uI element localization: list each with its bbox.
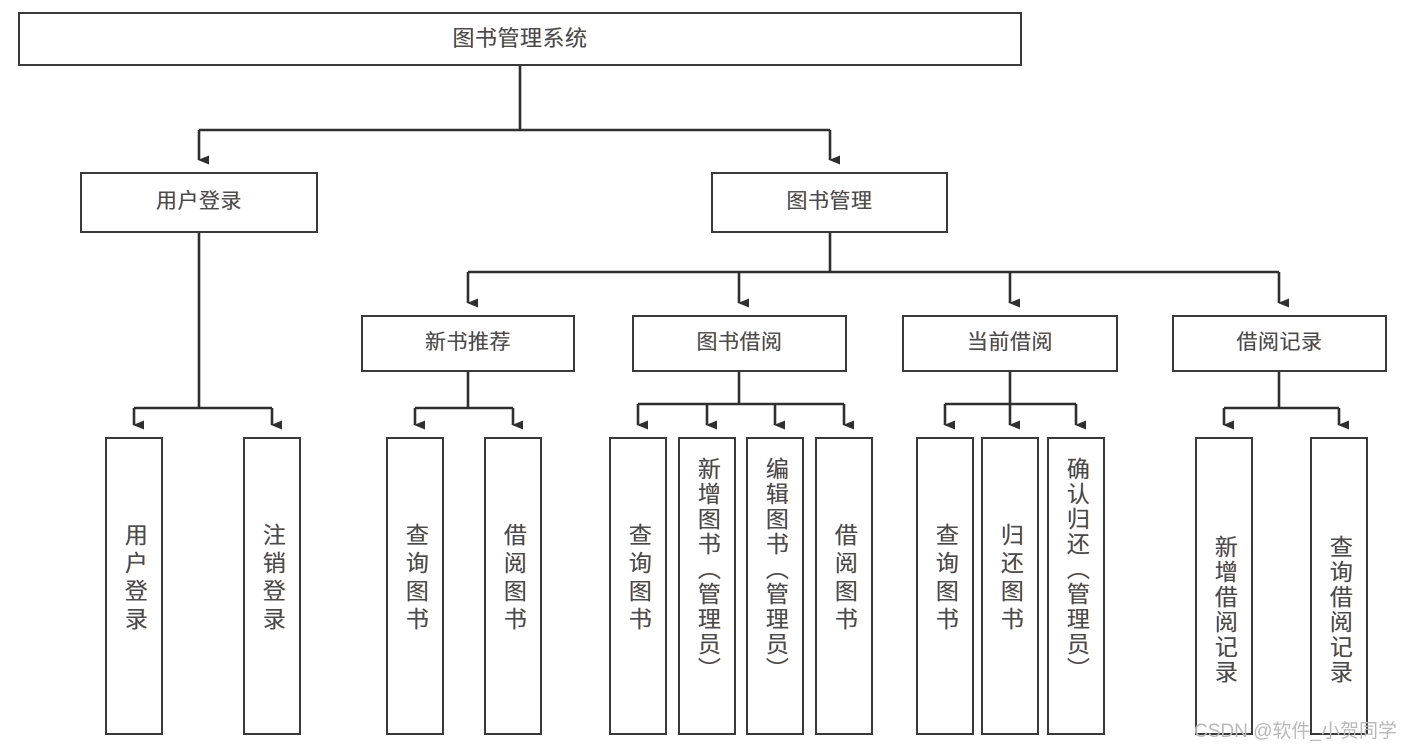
node-leaf-add-record[interactable]: 新增借阅记录: [1195, 437, 1253, 735]
node-leaf-query-record[interactable]: 查询借阅记录: [1310, 437, 1368, 735]
node-new-book-rec-label: 新书推荐: [425, 331, 511, 355]
node-root[interactable]: 图书管理系统: [18, 12, 1022, 66]
node-leaf-query-record-label: 查询借阅记录: [1326, 535, 1353, 685]
node-leaf-query-book-3[interactable]: 查询图书: [916, 437, 974, 735]
node-leaf-logout-label: 注销登录: [259, 523, 286, 635]
node-leaf-user-login-label: 用户登录: [121, 523, 148, 635]
node-leaf-confirm-return[interactable]: 确认归还（管理员）: [1047, 437, 1105, 735]
node-leaf-edit-book-label: 编辑图书（管理员）: [762, 457, 789, 682]
node-user-login-label: 用户登录: [156, 190, 242, 214]
node-leaf-edit-book[interactable]: 编辑图书（管理员）: [746, 437, 804, 735]
node-borrow-record-label: 借阅记录: [1236, 331, 1323, 355]
node-root-label: 图书管理系统: [452, 26, 588, 52]
node-leaf-return-book[interactable]: 归还图书: [981, 437, 1039, 735]
node-borrow-record[interactable]: 借阅记录: [1172, 315, 1387, 372]
node-leaf-confirm-return-label: 确认归还（管理员）: [1063, 457, 1090, 682]
node-leaf-borrow-book-2-label: 借阅图书: [831, 523, 858, 635]
node-leaf-logout[interactable]: 注销登录: [243, 437, 301, 735]
node-leaf-query-book-1-label: 查询图书: [402, 523, 429, 635]
node-leaf-query-book-2-label: 查询图书: [625, 523, 652, 635]
node-leaf-query-book-2[interactable]: 查询图书: [609, 437, 667, 735]
node-book-manage[interactable]: 图书管理: [711, 172, 948, 233]
node-leaf-borrow-book-1[interactable]: 借阅图书: [484, 437, 542, 735]
node-current-borrow[interactable]: 当前借阅: [902, 315, 1118, 372]
node-leaf-add-record-label: 新增借阅记录: [1211, 535, 1238, 685]
node-book-borrow-label: 图书借阅: [696, 331, 783, 355]
node-leaf-add-book-label: 新增图书（管理员）: [694, 457, 721, 682]
node-leaf-add-book[interactable]: 新增图书（管理员）: [678, 437, 736, 735]
node-user-login[interactable]: 用户登录: [80, 172, 318, 233]
watermark: CSDN @软件_小贺同学: [1194, 721, 1397, 742]
node-leaf-return-book-label: 归还图书: [997, 523, 1024, 635]
node-book-borrow[interactable]: 图书借阅: [632, 315, 847, 372]
node-leaf-borrow-book-1-label: 借阅图书: [500, 523, 527, 635]
node-current-borrow-label: 当前借阅: [967, 331, 1053, 355]
node-book-manage-label: 图书管理: [786, 190, 873, 214]
node-new-book-rec[interactable]: 新书推荐: [361, 315, 575, 372]
node-leaf-user-login[interactable]: 用户登录: [105, 437, 163, 735]
node-leaf-query-book-1[interactable]: 查询图书: [386, 437, 444, 735]
node-leaf-query-book-3-label: 查询图书: [932, 523, 959, 635]
node-leaf-borrow-book-2[interactable]: 借阅图书: [815, 437, 873, 735]
